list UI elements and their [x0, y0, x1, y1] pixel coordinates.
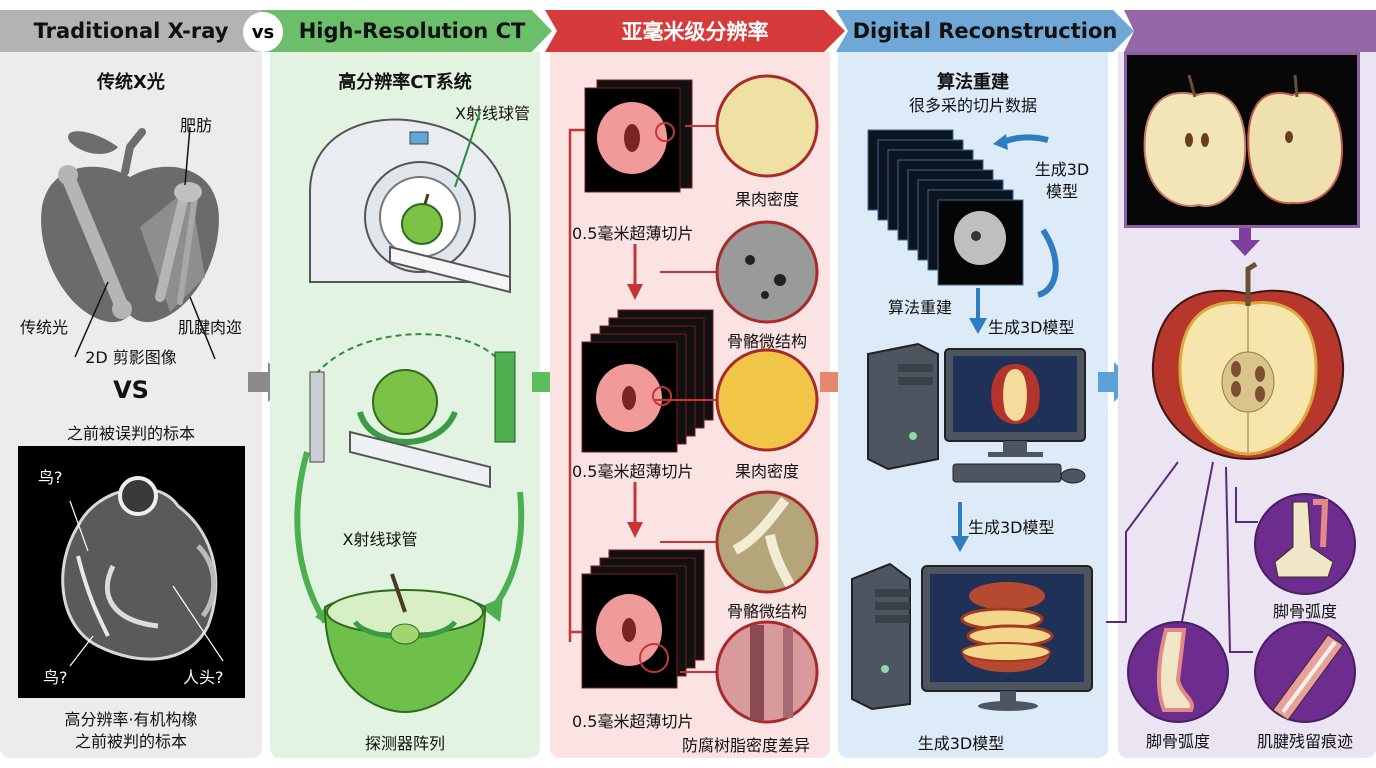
recon-curved-arrows — [993, 134, 1059, 298]
recon-subtitle: 很多采的切片数据 — [908, 96, 1038, 115]
zoom-circle-bone-2 — [660, 490, 819, 594]
bone-tibia-icon — [155, 187, 190, 302]
header-section-xray: Traditional X-ray — [0, 10, 262, 52]
slice-stack-3 — [581, 549, 705, 689]
xray-caption-line2: 之前被判的标本 — [74, 732, 188, 751]
flow-arrow-blue — [1098, 362, 1134, 402]
ankle-bone-icon — [1274, 501, 1334, 578]
header-section-ct: High-Resolution CT — [262, 10, 552, 52]
ct-label-detector: 探测器阵列 — [364, 734, 446, 753]
down-arrow-2 — [627, 482, 643, 538]
recon-label-generate-side-l2: 模型 — [1045, 182, 1079, 201]
xray-source-plate-icon — [309, 371, 325, 463]
recon-label-algo: 算法重建 — [888, 298, 953, 317]
zoom-circle-flesh-2 — [655, 348, 819, 452]
ct-scanner-illustration — [309, 111, 511, 294]
result-label-foot-arch-1: 脚骨弧度 — [1272, 602, 1338, 621]
halved-apples-icon — [1143, 74, 1344, 207]
slice-label-1: 0.5毫米超薄切片 — [572, 224, 694, 243]
slice-label-3: 0.5毫米超薄切片 — [572, 712, 694, 731]
slice-stack-1 — [584, 79, 693, 193]
panel-result: 脚骨弧度 脚骨弧度 肌腱残留痕迹 — [1106, 52, 1376, 758]
bone-fibula-icon — [177, 194, 198, 305]
xray-title: 传统X光 — [97, 72, 165, 93]
vs-badge-text: vs — [251, 21, 275, 43]
ct-title: 高分辨率CT系统 — [338, 72, 472, 93]
header-section-submm: 亚毫米级分辨率 — [545, 10, 845, 52]
mouse-icon — [1060, 468, 1086, 484]
ct-table-icon — [389, 245, 511, 294]
zoom-circle-resin — [680, 620, 819, 724]
mummy-ct-scan-icon — [61, 476, 224, 667]
apple-leaf-icon — [68, 131, 118, 154]
pc-tower-icon — [867, 342, 939, 471]
xray-apple-illustration — [41, 126, 219, 360]
keyboard-icon — [952, 463, 1062, 483]
xray-label-traditional: 传统光 — [20, 318, 69, 337]
result-down-arrow — [1230, 228, 1260, 256]
xray-misjudged-title: 之前被误判的标本 — [66, 424, 196, 443]
recon-title: 算法重建 — [937, 72, 1009, 93]
circle-label-resin: 防腐树脂密度差异 — [681, 736, 811, 755]
exploded-apple-model-icon — [969, 582, 1045, 610]
header-title-recon: Digital Reconstruction — [852, 19, 1118, 43]
ct-label-bird-bottom: 鸟? — [43, 668, 68, 687]
header-title-submm: 亚毫米级分辨率 — [621, 20, 769, 44]
xray-caption-2d: 2D 剪影图像 — [85, 348, 177, 367]
xray-vs-label: VS — [113, 376, 149, 404]
detector-array-icon — [494, 351, 516, 443]
panel-ct: 高分辨率CT系统 X射线球管 X射线球管 探测器阵列 — [270, 52, 540, 758]
ct-specimen-image: 鸟? 鸟? 人头? — [18, 446, 245, 698]
detail-circle-tendon — [1254, 621, 1356, 723]
ct-label-tube-bottom: X射线球管 — [342, 530, 418, 549]
header-section-result — [1124, 10, 1376, 52]
panel-slices: 果肉密度 0.5毫米超薄切片 骨骼微结构 0.5毫米超薄切片 果肉密度 骨骼微结… — [550, 52, 830, 758]
cut-green-apple-icon — [323, 573, 487, 714]
ct-label-bird-top: 鸟? — [38, 468, 63, 487]
header-title-xray: Traditional X-ray — [33, 19, 229, 43]
panel-xray: 传统X光 肥肪 传统光 肌腱肉迩 2D 剪影图像 VS 之前被误判的标本 鸟? … — [0, 52, 262, 758]
ct-label-tube-top: X射线球管 — [455, 104, 530, 123]
ct-rotation-diagram — [309, 333, 516, 489]
rotating-apple-icon — [372, 369, 438, 435]
recon-label-generate-side-l1: 生成3D — [1034, 160, 1090, 179]
recon-slice-stack — [867, 129, 1024, 286]
computer-workstation-1 — [867, 342, 1086, 484]
recon-down-arrow-1 — [969, 288, 987, 334]
detail-circle-foot-arch — [1127, 621, 1229, 723]
xray-label-tendon: 肌腱肉迩 — [178, 318, 243, 337]
circle-label-bone-1: 骨骼微结构 — [726, 332, 808, 351]
circle-label-bone-2: 骨骼微结构 — [726, 602, 808, 621]
header-title-ct: High-Resolution CT — [298, 19, 526, 43]
detail-circle-ankle — [1254, 493, 1356, 595]
illustrated-apple-cross-section — [1151, 261, 1345, 461]
xray-caption-line1: 高分辨率·有机构橡 — [64, 710, 198, 729]
bone-femur-icon — [61, 170, 129, 314]
slice-label-2: 0.5毫米超薄切片 — [572, 462, 694, 481]
down-arrow-1 — [627, 244, 643, 300]
apple-stem-icon — [121, 128, 146, 176]
xray-label-fat: 肥肪 — [180, 116, 213, 135]
real-apple-photo — [1124, 52, 1360, 228]
curved-bone-icon — [1156, 628, 1194, 712]
result-leader-lines — [1106, 461, 1258, 653]
zoom-circle-bone-1 — [660, 220, 819, 324]
pc-tower-icon — [851, 562, 911, 711]
recon-label-generate-1: 生成3D模型 — [988, 318, 1075, 337]
vs-badge: vs — [243, 12, 283, 52]
panel-recon: 算法重建 很多采的切片数据 生成3D 模型 算法重建 生成3D模型 — [838, 52, 1108, 758]
header-section-recon: Digital Reconstruction — [836, 10, 1134, 52]
recon-down-arrow-2 — [951, 502, 969, 552]
ct-label-human-head: 人头? — [183, 668, 224, 687]
circle-label-flesh-1: 果肉密度 — [734, 190, 800, 209]
result-label-foot-arch-2: 脚骨弧度 — [1145, 732, 1211, 751]
recon-label-generate-2: 生成3D模型 — [968, 518, 1055, 537]
result-label-tendon-trace: 肌腱残留痕迹 — [1256, 732, 1354, 751]
computer-workstation-2 — [851, 562, 1093, 711]
circle-label-flesh-2: 果肉密度 — [734, 462, 800, 481]
zoom-circle-flesh-1 — [685, 74, 819, 178]
green-apple-icon — [401, 203, 443, 245]
slice-stack-2 — [581, 309, 714, 453]
recon-label-generate-3: 生成3D模型 — [917, 734, 1005, 753]
